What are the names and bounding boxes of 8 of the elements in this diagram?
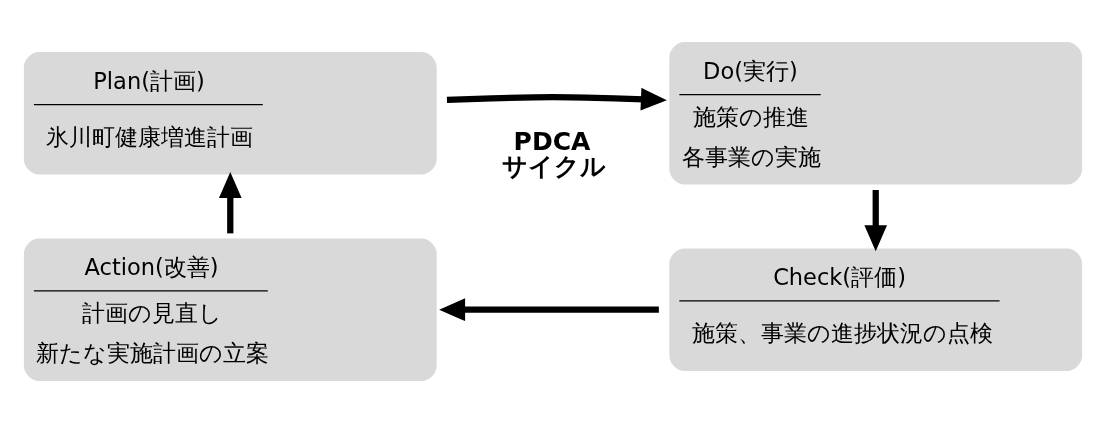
- node-box: Action(改善) 計画の見直し 新たな実施計画の立案: [23, 238, 437, 381]
- node-box: Check(評価) 施策、事業の進捗状況の点検: [669, 248, 1083, 371]
- node-box: Plan(計画) 氷川町健康増進計画: [23, 52, 437, 175]
- arrow: [446, 87, 667, 111]
- arrow: [218, 172, 242, 234]
- arrow: [439, 298, 659, 322]
- label: PDCA サイクル: [501, 126, 606, 181]
- node-box: Do(実行) 施策の推進 各事業の実施: [669, 42, 1083, 185]
